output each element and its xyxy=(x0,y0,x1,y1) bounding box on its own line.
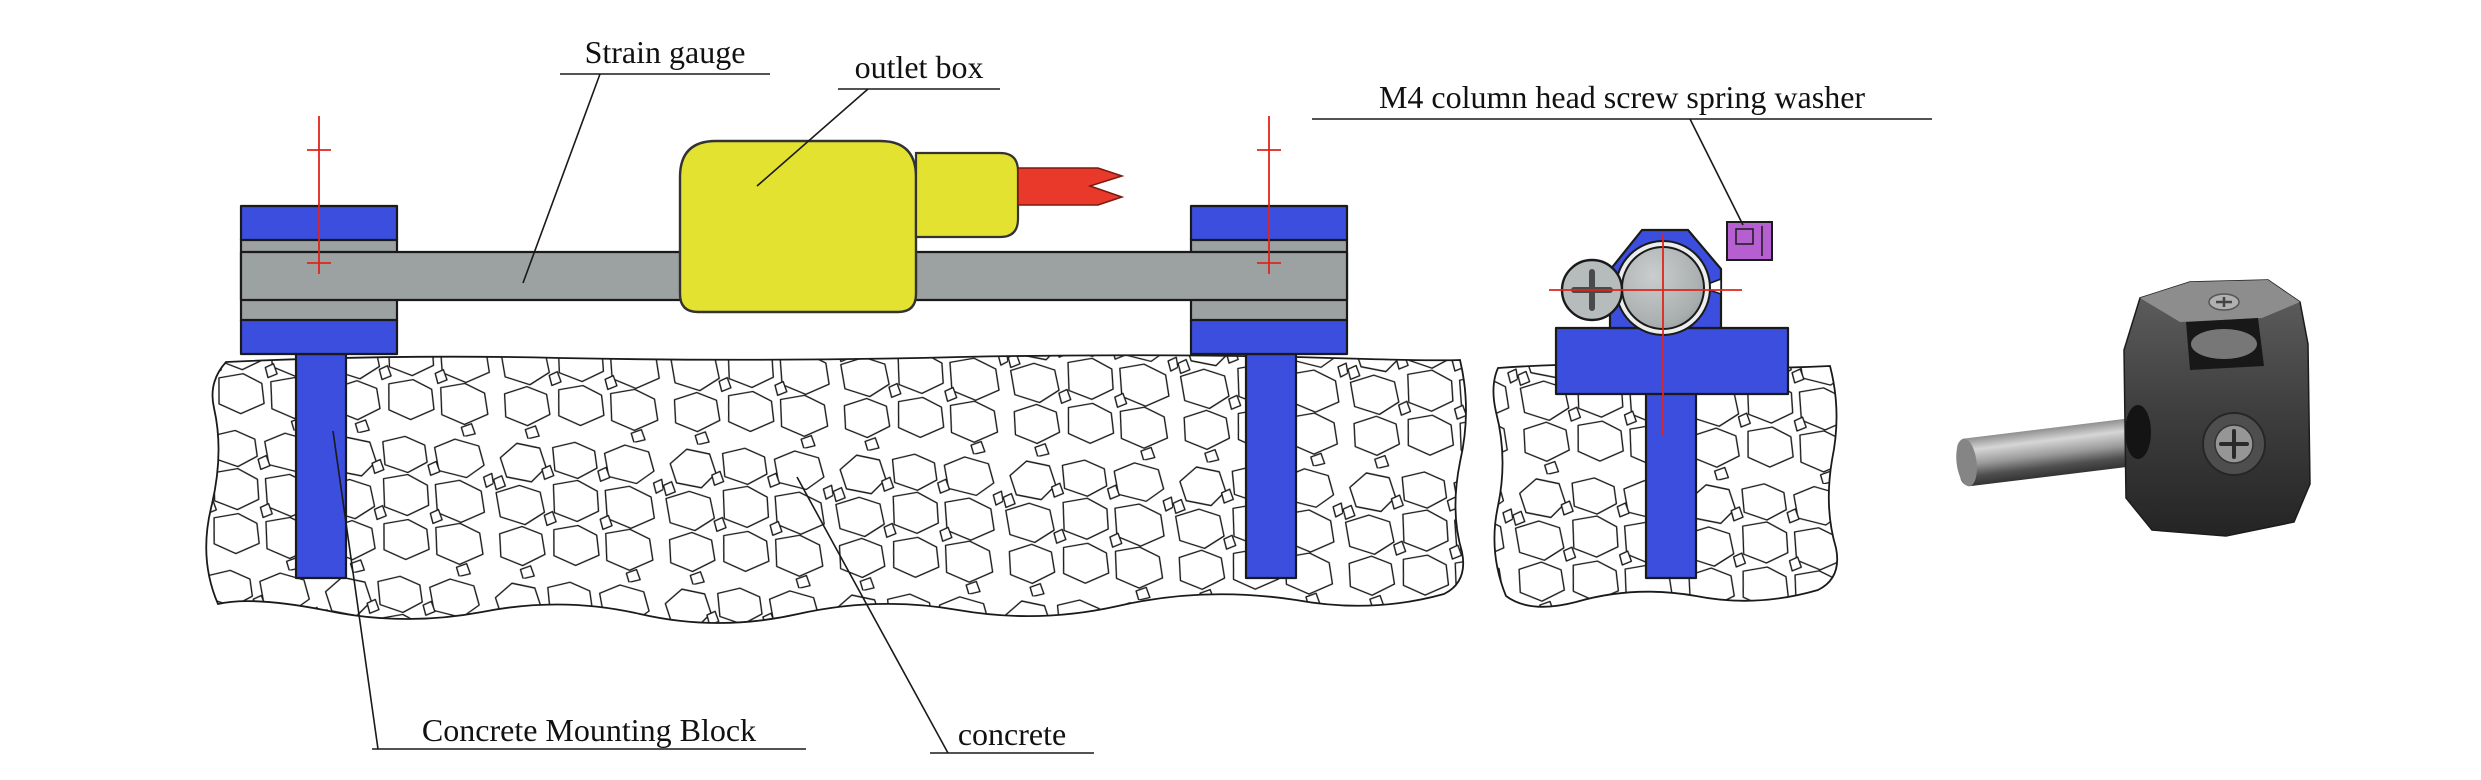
concrete-leader xyxy=(796,476,949,754)
photo-rod-in-slot xyxy=(2191,329,2257,359)
photo-gauge-rod xyxy=(1956,415,2164,487)
spring-washer xyxy=(1726,221,1773,261)
strain-gauge-leader xyxy=(522,73,601,284)
left-block-flange xyxy=(239,318,399,356)
annotations: Strain gauge outlet box M4 column head s… xyxy=(332,34,1932,754)
concrete-label: concrete xyxy=(958,716,1066,752)
right-block-centerline xyxy=(1257,116,1281,274)
section-base-block xyxy=(1554,326,1790,396)
photo-top-screw xyxy=(2208,293,2240,311)
outlet-box-label: outlet box xyxy=(855,49,984,85)
mounting-block-leader xyxy=(332,430,379,750)
clamp-photo xyxy=(1956,279,2311,537)
left-block-centerline xyxy=(307,116,331,274)
phillips-cross-icon xyxy=(2216,297,2232,307)
section-centerlines xyxy=(1549,234,1742,436)
section-view xyxy=(1492,221,1839,608)
strain-gauge-label: Strain gauge xyxy=(585,34,746,70)
m4-leader xyxy=(1689,118,1744,226)
right-block-flange xyxy=(1189,318,1349,356)
concrete-mounting-block-label: Concrete Mounting Block xyxy=(422,712,756,748)
m4-screw-washer-label: M4 column head screw spring washer xyxy=(1379,79,1865,115)
photo-front-screw xyxy=(2202,412,2266,476)
outlet-box-body xyxy=(678,139,918,314)
outlet-box-leader xyxy=(756,88,869,187)
outlet-box-connector xyxy=(914,151,1020,239)
photo-rod-entry-shadow xyxy=(2125,405,2151,459)
cable-lead xyxy=(1017,167,1125,206)
concrete-body-left xyxy=(205,354,1467,624)
right-anchor-stem xyxy=(1244,352,1298,580)
section-anchor-stem xyxy=(1644,390,1698,580)
phillips-cross-icon xyxy=(2219,429,2249,459)
